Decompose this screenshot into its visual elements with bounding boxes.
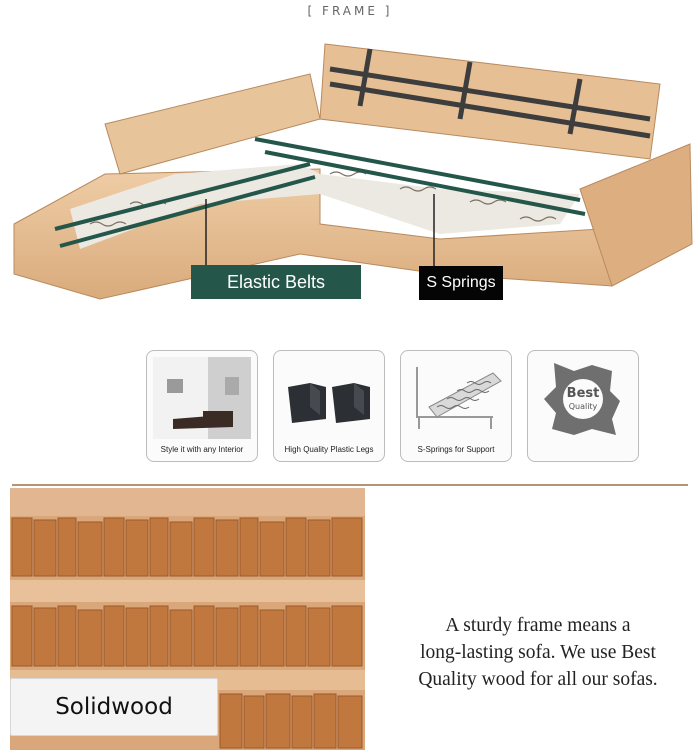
feature-caption: High Quality Plastic Legs (284, 445, 374, 454)
s-springs-label: S Springs (419, 266, 503, 300)
tagline-line: long-lasting sofa. We use Best (420, 642, 656, 663)
leather-quality-icon: Best Quality (534, 357, 632, 439)
badge-best: Best (567, 386, 600, 401)
tagline-line: A sturdy frame means a (445, 615, 631, 636)
frame-heading: [ FRAME ] (307, 4, 393, 18)
s-springs-icon (407, 357, 505, 439)
elastic-belts-label: Elastic Belts (191, 265, 361, 299)
feature-card-quality: Best Quality (527, 350, 639, 462)
interior-room-icon (153, 357, 251, 439)
feature-card-legs: High Quality Plastic Legs (273, 350, 385, 462)
plastic-legs-icon (280, 357, 378, 439)
section-divider (12, 484, 688, 486)
tagline-line: Quality wood for all our sofas. (418, 669, 658, 690)
solidwood-label: Solidwood (10, 678, 218, 736)
feature-caption: S-Springs for Support (417, 445, 495, 454)
feature-cards: Style it with any Interior High Quality … (146, 350, 640, 462)
feature-card-springs: S-Springs for Support (400, 350, 512, 462)
badge-quality: Quality (569, 402, 598, 411)
feature-card-interior: Style it with any Interior (146, 350, 258, 462)
feature-caption: Style it with any Interior (160, 445, 244, 454)
tagline: A sturdy frame means a long-lasting sofa… (382, 612, 694, 693)
